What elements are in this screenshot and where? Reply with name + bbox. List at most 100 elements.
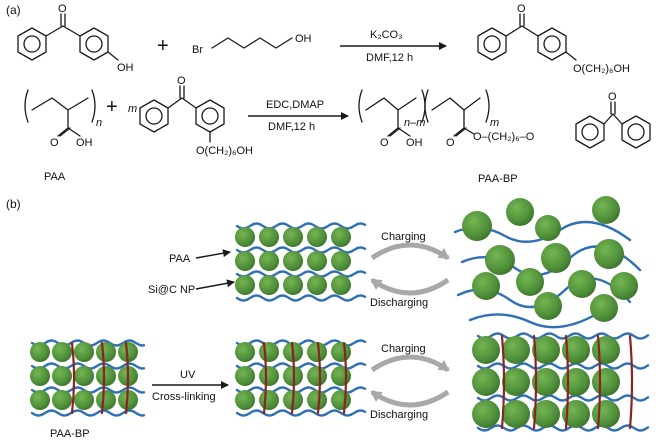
si-c-nanoparticle	[472, 272, 500, 300]
si-c-nanoparticle	[532, 400, 560, 428]
crosslink-bond	[316, 341, 322, 415]
hexanol-oh-label: OH	[295, 33, 312, 45]
si-c-nanoparticle	[472, 400, 500, 428]
si-c-nanoparticle	[96, 366, 116, 386]
plus-sign-1: +	[157, 35, 169, 57]
si-c-nanoparticle	[331, 342, 351, 362]
paa-bp-electrode-uncured	[30, 339, 146, 417]
paa-structure: O OH n	[24, 89, 102, 149]
polymer-chain	[235, 270, 367, 278]
reactant2-ether-chain: O(CH₂)₆OH	[196, 145, 253, 157]
si-c-nanoparticle	[331, 275, 351, 295]
si-c-nanoparticle	[562, 336, 590, 364]
si-c-nanoparticle	[235, 275, 255, 295]
si-c-nanoparticle	[592, 368, 620, 396]
bp-hexanol-reactant-structure: O O(CH₂)₆OH	[139, 75, 253, 157]
si-c-nanoparticle	[472, 368, 500, 396]
paa-bp-product-structure: O OH n–m m O O–(CH₂)₆–O O	[358, 89, 651, 149]
si-c-nanoparticle	[331, 366, 351, 386]
prod-subscript-m: m	[490, 117, 499, 129]
si-c-nanoparticle	[235, 342, 255, 362]
si-c-nanoparticle	[283, 251, 303, 271]
prod-ester-chain: O–(CH₂)₆–O	[473, 131, 535, 143]
paa-subscript-n: n	[96, 117, 102, 129]
si-c-nanoparticle	[235, 390, 255, 410]
si-c-nanoparticle	[331, 251, 351, 271]
si-c-nanoparticle	[532, 368, 560, 396]
crosslink-bond	[100, 341, 106, 415]
paa-hydroxyl: OH	[76, 137, 93, 149]
si-c-nanoparticle	[307, 251, 327, 271]
crosslink-bond	[124, 341, 130, 415]
crosslink-bond	[564, 334, 570, 430]
si-c-nanoparticle	[562, 400, 590, 428]
crosslink-bond	[290, 341, 296, 415]
si-c-nanoparticle	[96, 342, 116, 362]
paa-bp-electrode-crosslinked	[235, 339, 367, 417]
si-c-nanoparticle	[331, 390, 351, 410]
si-c-nanoparticle	[307, 227, 327, 247]
polymer-chain	[235, 294, 367, 302]
product-carbonyl-oxygen: O	[517, 3, 526, 15]
product-ether-chain: O(CH₂)₆OH	[573, 63, 630, 75]
si-c-nanoparticle	[592, 196, 620, 224]
polymer-chain	[235, 246, 367, 254]
reagent-k2co3: K₂CO₃	[370, 29, 403, 41]
si-c-nanoparticle	[283, 227, 303, 247]
bromine-label: Br	[192, 44, 203, 56]
paa-caption: PAA	[44, 171, 66, 183]
si-c-nanoparticle	[30, 342, 50, 362]
si-c-nanoparticle	[52, 390, 72, 410]
cross-linking-label: Cross-linking	[152, 391, 216, 403]
si-c-nanoparticle	[594, 239, 624, 269]
crosslink-bond	[342, 341, 348, 415]
si-c-nanoparticle	[502, 400, 530, 428]
reagent-edc-dmap: EDC,DMAP	[266, 99, 324, 111]
si-c-nanoparticle	[307, 342, 327, 362]
polymer-chain	[235, 222, 367, 230]
paa-si-c-electrode	[235, 222, 367, 302]
si-c-nanoparticle	[74, 390, 94, 410]
charging-label-2: Charging	[381, 343, 426, 355]
charge-cycle-arrows-1	[370, 242, 450, 296]
si-c-nanoparticle	[307, 390, 327, 410]
si-c-nanoparticle	[259, 342, 279, 362]
si-c-nanoparticle	[74, 366, 94, 386]
stoichiometry-m: m	[128, 103, 137, 115]
si-c-nanoparticle	[590, 294, 618, 322]
polymer-chain	[476, 362, 650, 370]
panel-b-label: (b)	[6, 197, 21, 211]
plus-sign-2: +	[106, 96, 118, 118]
uv-label: UV	[180, 369, 196, 381]
polymer-chain	[235, 409, 367, 417]
charging-label-1: Charging	[381, 231, 426, 243]
prod-ester-carbonyl: O	[446, 137, 455, 149]
si-c-nanoparticle	[485, 245, 515, 275]
si-c-nanoparticle	[235, 227, 255, 247]
bp-hexanol-product-structure: O O(CH₂)₆OH	[477, 3, 630, 75]
prod-acid-oh: OH	[406, 137, 423, 149]
si-c-nanoparticle	[259, 227, 279, 247]
paa-bp-caption: PAA-BP	[478, 173, 518, 185]
si-c-nanoparticle	[52, 342, 72, 362]
si-c-nanoparticle	[541, 243, 571, 273]
si-c-nanoparticle	[610, 272, 638, 300]
carbonyl-oxygen: O	[58, 3, 67, 15]
prod-subscript-n-m: n–m	[404, 117, 425, 129]
si-c-nanoparticle	[283, 275, 303, 295]
si-c-nanoparticle	[30, 390, 50, 410]
si-c-nanoparticle	[259, 251, 279, 271]
discharging-label-2: Discharging	[370, 409, 428, 421]
si-c-nanoparticle	[307, 366, 327, 386]
paa-bp-electrode-expanded	[472, 332, 650, 432]
si-c-nanoparticle	[502, 336, 530, 364]
sic-np-pointer-label: Si@C NP	[148, 284, 195, 296]
polymer-chain	[476, 332, 650, 340]
polymer-chain	[468, 310, 602, 329]
prod-bp-carbonyl: O	[608, 91, 617, 103]
discharging-label-1: Discharging	[370, 297, 428, 309]
sic-np-pointer-arrow	[195, 279, 235, 290]
reagent-dmf-1: DMF,12 h	[366, 52, 413, 64]
prod-acid-oxygen: O	[380, 137, 389, 149]
panel-a-label: (a)	[6, 3, 21, 17]
